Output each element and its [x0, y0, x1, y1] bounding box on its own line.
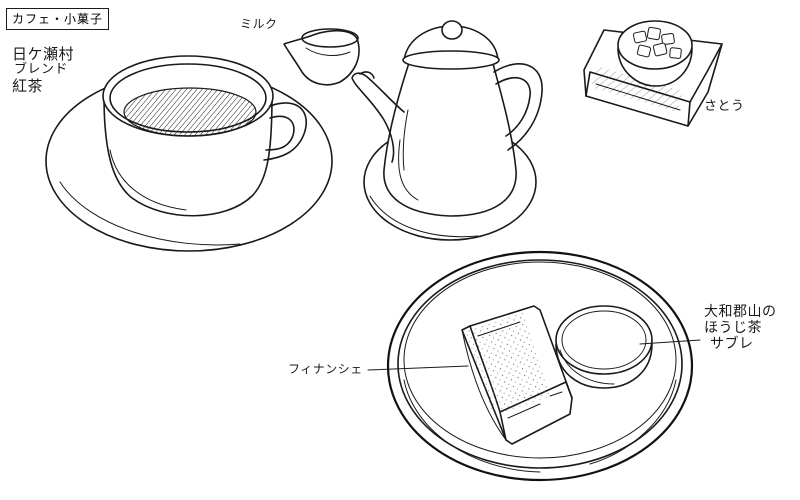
financier-leader-line [367, 365, 469, 371]
sugar-cubes [632, 26, 682, 59]
tea-label: 日ケ瀬村 ブレンド 紅茶 [12, 45, 75, 96]
teapot-handle [493, 63, 543, 151]
sable-label-line2: ほうじ茶 [704, 320, 762, 337]
sable-label-line3: サブレ [710, 336, 754, 353]
tea-label-line2: ブレンド [14, 62, 69, 78]
sugar-label: さとう [704, 99, 745, 114]
financier-label: フィナンシェ [288, 362, 363, 376]
sable-label-line1: 大和郡山の [704, 304, 777, 320]
milk-jug [283, 28, 360, 86]
tea-label-line1: 日ケ瀬村 [12, 45, 75, 63]
teapot-knob [441, 20, 463, 40]
tea-cup-and-saucer [45, 55, 333, 252]
teapot-body [383, 59, 517, 217]
cup-handle [263, 102, 307, 161]
teapot-spout [351, 72, 405, 163]
sable-cookie [555, 305, 653, 389]
sable-leader-line [639, 339, 701, 345]
sable-label: 大和郡山の ほうじ茶 サブレ [704, 304, 777, 352]
page-title: カフェ・小菓子 [6, 8, 110, 30]
tea-surface [123, 87, 257, 137]
dessert-plate [386, 250, 694, 482]
milk-label: ミルク [240, 17, 278, 31]
tea-pot [351, 20, 543, 241]
tea-label-line3: 紅茶 [12, 77, 44, 96]
financier [461, 305, 573, 445]
sugar-bowl [583, 20, 723, 127]
